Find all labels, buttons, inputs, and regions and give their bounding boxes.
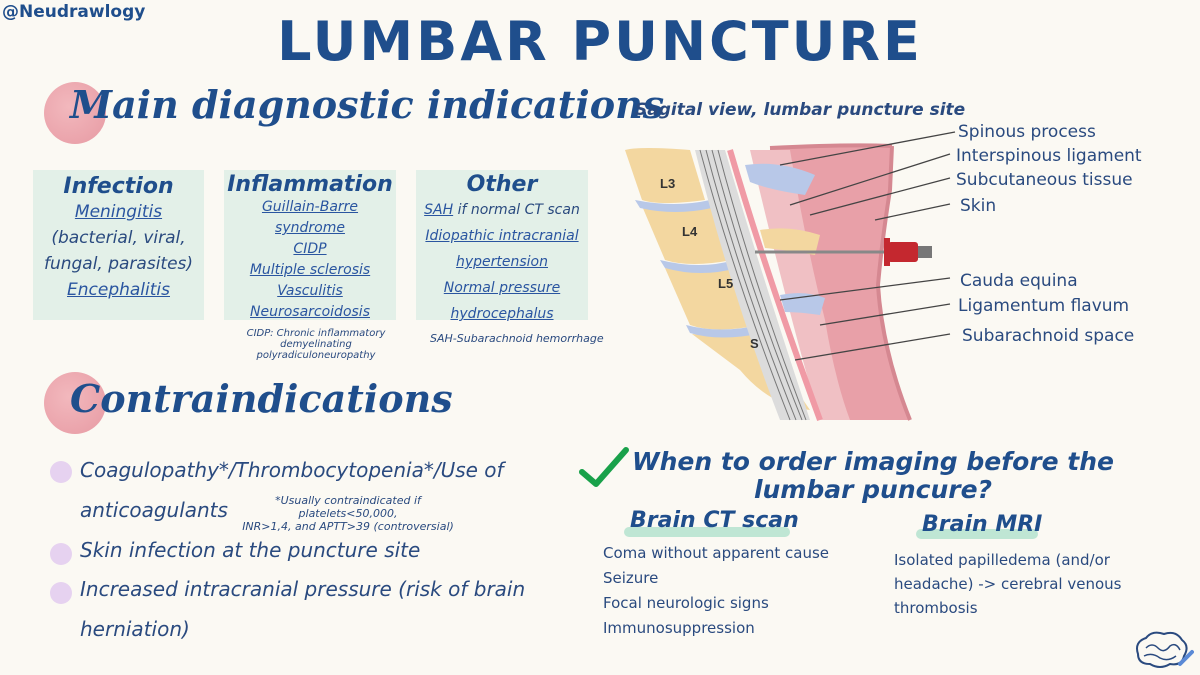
vertebra-l3 [625,148,705,203]
sah-condition: if normal CT scan [453,202,580,218]
list-item[interactable]: Normal pressure [443,280,561,296]
vertebra-label: L3 [660,176,675,191]
list-item[interactable]: hypertension [455,254,548,270]
list-item: (bacterial, viral, [51,228,186,248]
cidp-footnote: CIDP: Chronic inflammatory demyelinating… [218,328,414,361]
list-item[interactable]: Meningitis [74,202,163,222]
list-item[interactable]: Idiopathic intracranial [425,228,579,244]
list-item[interactable]: Neurosarcoidosis [250,304,370,320]
list-item: SAH if normal CT scan [416,197,588,223]
list-item: fungal, parasites) [43,254,194,274]
sah-link[interactable]: SAH [424,202,454,218]
contraindication-item: Coagulopathy*/Thrombocytopenia*/Use of [80,458,504,482]
list-item[interactable]: Vasculitis [277,283,343,299]
sah-footnote: SAH-Subarachnoid hemorrhage [430,332,604,345]
infection-box: Infection Meningitis (bacterial, viral, … [33,170,204,320]
vertebra-label: S [750,336,759,351]
inflammation-box: Inflammation Guillain-Barre syndrome CID… [224,170,396,320]
diagram-label: Subarachnoid space [962,326,1135,346]
diagram-label: Spinous process [958,122,1096,142]
section-decoration-blob [44,82,106,144]
diagram-label: Subcutaneous tissue [956,170,1133,190]
ct-indication: Coma without apparent cause [603,544,830,562]
diagram-caption: Sagital view, lumbar puncture site [635,100,966,120]
ct-heading-highlight [624,527,790,537]
imaging-title: When to order imaging before the lumbar … [628,448,1118,504]
page-title: LUMBAR PUNCTURE [277,10,923,73]
contraindications-title: Contraindications [70,376,453,421]
list-item[interactable]: hydrocephalus [450,306,554,322]
syringe-icon [888,242,918,262]
other-box: Other SAH if normal CT scan Idiopathic i… [416,170,588,322]
checkmark-icon [579,447,629,487]
contraindication-item: Increased intracranial pressure (risk of… [80,577,526,601]
inflammation-heading: Inflammation [227,172,393,197]
mri-heading: Brain MRI [922,512,1043,537]
contraindication-item-cont: herniation) [80,617,190,641]
list-item[interactable]: Guillain-Barre [261,199,359,215]
mri-heading-highlight [916,529,1038,539]
list-item[interactable]: CIDP [293,241,327,257]
spine-sagittal-diagram: L3 L4 L5 S [625,131,956,422]
diagram-label: Interspinous ligament [956,146,1142,166]
bullet-icon [50,582,72,604]
vertebra-label: L4 [682,224,698,239]
coagulopathy-note-line: *Usually contraindicated if platelets<50… [275,494,421,520]
diagram-label: Ligamentum flavum [958,296,1130,316]
vertebra-l4 [642,206,732,264]
diagram-label: Cauda equina [960,271,1078,291]
infection-heading: Infection [63,174,174,199]
coagulopathy-note: *Usually contraindicated if platelets<50… [228,494,468,533]
imaging-title-line: lumbar puncure? [753,475,993,504]
indications-title: Main diagnostic indications [70,82,665,127]
ct-indication: Seizure [603,569,659,587]
coagulopathy-note-line: INR>1,4, and APTT>39 (controversial) [242,520,454,533]
cidp-footnote-line: polyradiculoneuropathy [256,350,376,361]
other-heading: Other [466,172,538,197]
contraindication-item: Skin infection at the puncture site [80,538,421,562]
mri-indication: headache) -> cerebral venous [894,575,1122,593]
cidp-footnote-line: CIDP: Chronic inflammatory demyelinating [246,328,386,350]
bullet-icon [50,461,72,483]
ct-indication: Focal neurologic signs [603,594,769,612]
brain-logo-icon [1136,631,1194,668]
ct-indication: Immunosuppression [603,619,755,637]
diagram-label: Skin [960,196,997,216]
list-item[interactable]: Multiple sclerosis [249,262,371,278]
ct-heading: Brain CT scan [630,508,799,533]
list-item[interactable]: Encephalitis [67,280,170,300]
section-decoration-blob [44,372,106,434]
list-item[interactable]: syndrome [275,220,345,236]
mri-indication: thrombosis [894,599,978,617]
bullet-icon [50,543,72,565]
vertebra-label: L5 [718,276,733,291]
contraindication-item-cont: anticoagulants [80,498,228,522]
imaging-title-line: When to order imaging before the [632,447,1114,476]
author-handle: @Neudrawlogy [2,2,146,22]
mri-indication: Isolated papilledema (and/or [894,551,1110,569]
